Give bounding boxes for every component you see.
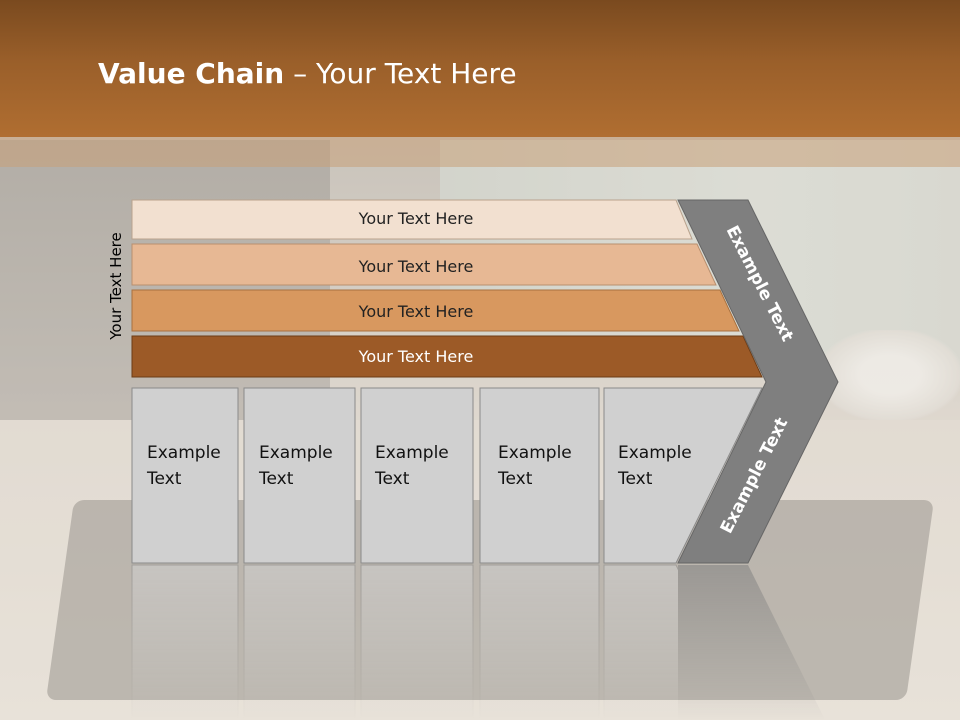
box-5[interactable] bbox=[603, 387, 763, 564]
diagram-reflection bbox=[131, 564, 826, 720]
bar-4[interactable] bbox=[131, 335, 763, 378]
box-1[interactable] bbox=[131, 387, 239, 564]
title-banner bbox=[0, 0, 960, 137]
bars-group: Your Text Here Your Text Here Your Text … bbox=[131, 199, 763, 378]
chevron-arrow-shape[interactable] bbox=[677, 199, 839, 564]
box-2-line1: Example bbox=[259, 443, 333, 463]
box-4-line1: Example bbox=[498, 443, 572, 463]
bar-3[interactable] bbox=[131, 289, 740, 332]
box-3-line2: Text bbox=[374, 469, 410, 489]
box-1-line2: Text bbox=[146, 469, 182, 489]
box-1-line1: Example bbox=[147, 443, 221, 463]
box-4[interactable] bbox=[479, 387, 600, 564]
slide-title-rest: – Your Text Here bbox=[284, 57, 517, 90]
bar-2[interactable] bbox=[131, 243, 717, 286]
slide-title-bold: Value Chain bbox=[98, 57, 285, 90]
bar-3-label: Your Text Here bbox=[358, 302, 474, 321]
slide-title[interactable]: Value Chain – Your Text Here bbox=[98, 56, 517, 96]
box-5-line2: Text bbox=[617, 469, 653, 489]
bar-4-label: Your Text Here bbox=[358, 347, 474, 366]
bar-2-label: Your Text Here bbox=[358, 257, 474, 276]
box-4-line2: Text bbox=[497, 469, 533, 489]
box-2-line2: Text bbox=[258, 469, 294, 489]
box-3-line1: Example bbox=[375, 443, 449, 463]
bar-1-label: Your Text Here bbox=[358, 209, 474, 228]
box-3[interactable] bbox=[360, 387, 474, 564]
box-5-line1: Example bbox=[618, 443, 692, 463]
title-banner-band bbox=[0, 137, 960, 167]
bar-1[interactable] bbox=[131, 199, 693, 240]
box-2[interactable] bbox=[243, 387, 356, 564]
background-fluffy-rug bbox=[820, 330, 960, 420]
boxes-group: Example Text Example Text Example Text E… bbox=[131, 387, 763, 564]
